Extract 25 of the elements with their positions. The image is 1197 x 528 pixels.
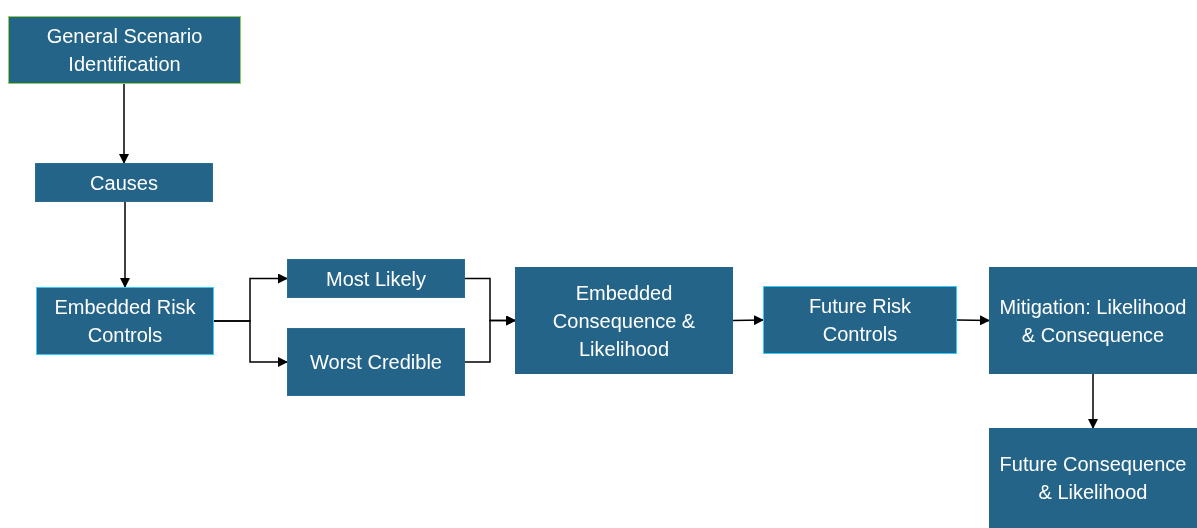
box-label: Worst Credible (310, 350, 442, 375)
box-label: Future Consequence & Likelihood (998, 452, 1188, 505)
process-box (36, 287, 214, 355)
box-label: Causes (90, 170, 158, 196)
process-box (8, 16, 241, 84)
process-box (989, 267, 1197, 374)
arrow (1088, 373, 1098, 429)
box-label: Embedded Risk Controls (53, 295, 197, 348)
box-label: General Scenario Identification (45, 24, 204, 77)
arrow (119, 83, 129, 164)
process-box (989, 428, 1197, 528)
box-label: Most Likely (326, 266, 426, 292)
box-label: Embedded Consequence & Likelihood (551, 280, 697, 362)
arrow (956, 315, 990, 326)
process-box (515, 267, 733, 374)
box-label: Future Risk Controls (807, 294, 913, 347)
process-box (763, 286, 957, 354)
arrow (120, 201, 130, 288)
box-label: Mitigation: Likelihood & Consequence (998, 294, 1188, 348)
process-box (287, 328, 465, 396)
arrow (732, 315, 764, 326)
process-box (287, 259, 465, 298)
arrow (464, 315, 516, 363)
process-box (35, 163, 213, 202)
arrow (213, 320, 288, 367)
